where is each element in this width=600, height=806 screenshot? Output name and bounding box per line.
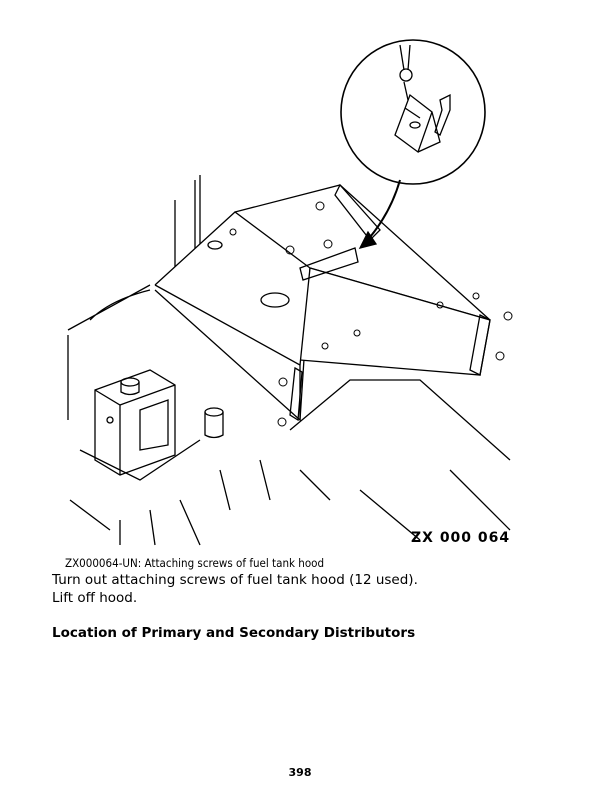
instruction-line: Turn out attaching screws of fuel tank h… <box>52 572 418 588</box>
fuel-tank-hood-illustration: ZX 000 064 <box>67 39 513 546</box>
instruction-line: Lift off hood. <box>52 590 138 606</box>
figure-label: ZX 000 064 <box>411 530 511 546</box>
page-number: 398 <box>288 766 312 779</box>
figure-caption: ZX000064-UN: Attaching screws of fuel ta… <box>65 556 325 570</box>
section-heading: Location of Primary and Secondary Distri… <box>52 625 416 641</box>
